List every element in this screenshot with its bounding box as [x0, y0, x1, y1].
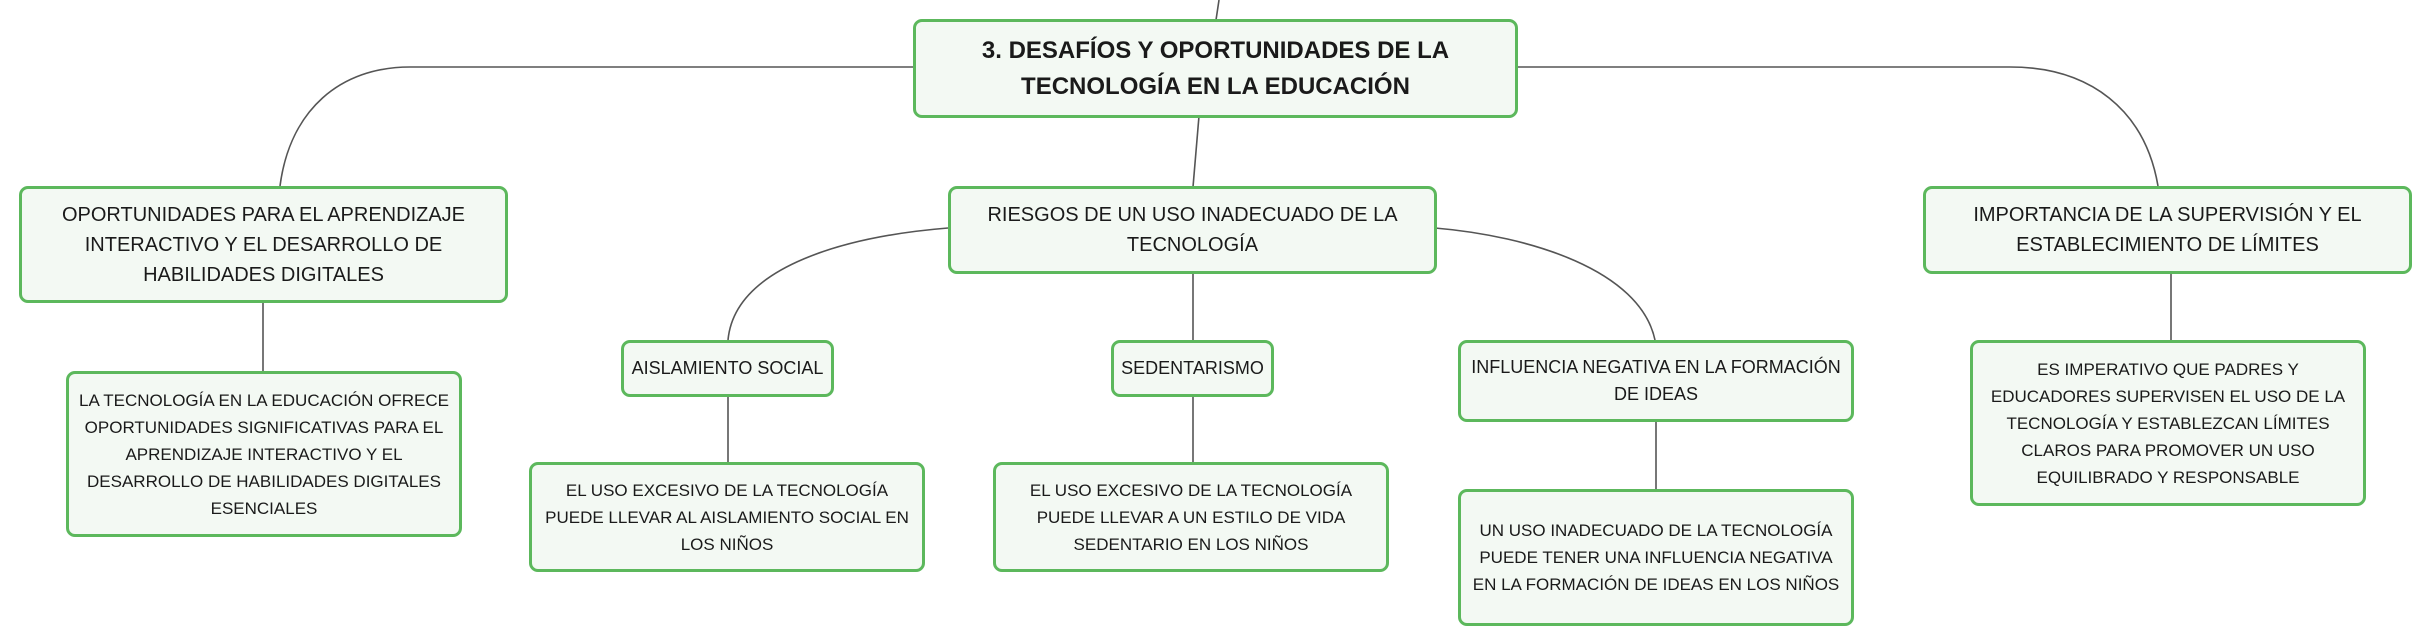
subtopic-sedentarismo-label: SEDENTARISMO: [1121, 358, 1264, 378]
detail-opportunities-text: LA TECNOLOGÍA EN LA EDUCACIÓN OFRECE OPO…: [78, 390, 449, 518]
detail-opportunities[interactable]: LA TECNOLOGÍA EN LA EDUCACIÓN OFRECE OPO…: [66, 371, 462, 537]
detail-supervision[interactable]: ES IMPERATIVO QUE PADRES Y EDUCADORES SU…: [1970, 340, 2366, 506]
topic-opportunities-label: OPORTUNIDADES PARA EL APRENDIZAJE INTERA…: [61, 203, 466, 286]
root-topic-node[interactable]: 3. DESAFÍOS Y OPORTUNIDADES DE LA TECNOL…: [913, 19, 1518, 118]
detail-supervision-text: ES IMPERATIVO QUE PADRES Y EDUCADORES SU…: [1990, 359, 2346, 487]
connector-root-risks: [1192, 115, 1200, 188]
detail-sedentarismo-text: EL USO EXCESIVO DE LA TECNOLOGÍA PUEDE L…: [1029, 480, 1353, 554]
subtopic-influencia-negativa[interactable]: INFLUENCIA NEGATIVA EN LA FORMACIÓN DE I…: [1458, 340, 1854, 422]
connector-parent-root: [1215, 0, 1220, 21]
connector-risks-aislamiento: [727, 227, 949, 341]
detail-aislamiento-social[interactable]: EL USO EXCESIVO DE LA TECNOLOGÍA PUEDE L…: [529, 462, 925, 572]
subtopic-aislamiento-social[interactable]: AISLAMIENTO SOCIAL: [621, 340, 834, 397]
topic-supervision-label: IMPORTANCIA DE LA SUPERVISIÓN Y EL ESTAB…: [1973, 204, 2362, 256]
subtopic-influencia-negativa-label: INFLUENCIA NEGATIVA EN LA FORMACIÓN DE I…: [1471, 357, 1841, 404]
subtopic-aislamiento-social-label: AISLAMIENTO SOCIAL: [631, 358, 824, 378]
connector-root-supervision: [1513, 66, 2159, 187]
detail-aislamiento-social-text: EL USO EXCESIVO DE LA TECNOLOGÍA PUEDE L…: [545, 480, 909, 554]
root-topic-label: 3. DESAFÍOS Y OPORTUNIDADES DE LA TECNOL…: [981, 36, 1450, 100]
detail-sedentarismo[interactable]: EL USO EXCESIVO DE LA TECNOLOGÍA PUEDE L…: [993, 462, 1389, 572]
topic-risks-label: RIESGOS DE UN USO INADECUADO DE LA TECNO…: [987, 204, 1398, 256]
detail-influencia-negativa[interactable]: UN USO INADECUADO DE LA TECNOLOGÍA PUEDE…: [1458, 489, 1854, 626]
topic-supervision[interactable]: IMPORTANCIA DE LA SUPERVISIÓN Y EL ESTAB…: [1923, 186, 2412, 274]
topic-opportunities[interactable]: OPORTUNIDADES PARA EL APRENDIZAJE INTERA…: [19, 186, 508, 303]
connector-risks-influencia: [1434, 227, 1656, 341]
subtopic-sedentarismo[interactable]: SEDENTARISMO: [1111, 340, 1274, 397]
connector-root-opportunities: [279, 66, 913, 187]
detail-influencia-negativa-text: UN USO INADECUADO DE LA TECNOLOGÍA PUEDE…: [1472, 521, 1840, 594]
topic-risks[interactable]: RIESGOS DE UN USO INADECUADO DE LA TECNO…: [948, 186, 1437, 274]
